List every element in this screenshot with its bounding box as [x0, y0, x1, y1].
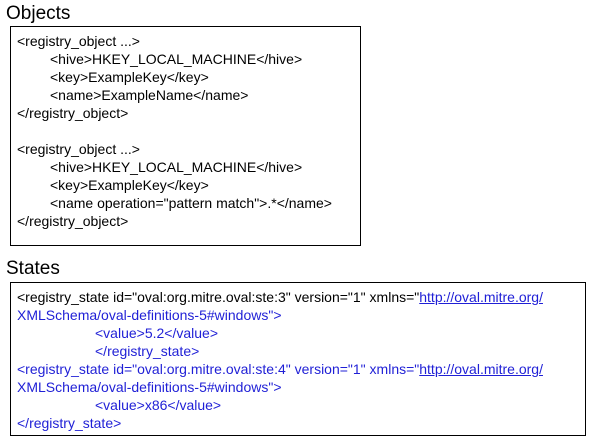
code-line: <registry_object ...>	[17, 141, 140, 157]
code-line: </registry_object>	[17, 213, 129, 229]
states-heading: States	[6, 258, 60, 279]
code-line: <key>ExampleKey</key>	[50, 69, 209, 85]
code-line: <hive>HKEY_LOCAL_MACHINE</hive>	[50, 159, 303, 175]
code-line: <registry_state id="oval:org.mitre.oval:…	[17, 360, 543, 378]
code-line: </registry_object>	[17, 105, 129, 121]
code-line: XMLSchema/oval-definitions-5#windows">	[17, 306, 282, 324]
schema-link-continued[interactable]: XMLSchema/oval-definitions-5#windows	[17, 307, 269, 323]
state-open-text: <registry_state id="oval:org.mitre.oval:…	[17, 361, 420, 377]
objects-heading: Objects	[6, 3, 71, 24]
code-line: <registry_state id="oval:org.mitre.oval:…	[17, 288, 543, 306]
code-line: <value>x86</value>	[95, 397, 222, 413]
code-line: </registry_state>	[17, 415, 122, 431]
schema-link-continued[interactable]: XMLSchema/oval-definitions-5#windows	[17, 379, 269, 395]
code-line: <name operation="pattern match">.*</name…	[50, 195, 332, 211]
code-line: <value>5.2</value>	[95, 325, 218, 341]
code-line: <hive>HKEY_LOCAL_MACHINE</hive>	[50, 51, 303, 67]
code-line: <registry_object ...>	[17, 33, 140, 49]
state-open-suffix: ">	[268, 379, 282, 395]
state-open-text: <registry_state id="oval:org.mitre.oval:…	[17, 289, 420, 305]
objects-code-box: <registry_object ...> <hive>HKEY_LOCAL_M…	[10, 26, 361, 246]
states-code-box: <registry_state id="oval:org.mitre.oval:…	[10, 282, 586, 436]
code-line: XMLSchema/oval-definitions-5#windows">	[17, 378, 282, 396]
code-line: <name>ExampleName</name>	[50, 87, 249, 103]
state-open-suffix: ">	[268, 307, 282, 323]
schema-link[interactable]: http://oval.mitre.org/	[419, 289, 543, 305]
code-line: </registry_state>	[95, 343, 200, 359]
code-line: <key>ExampleKey</key>	[50, 177, 209, 193]
schema-link[interactable]: http://oval.mitre.org/	[419, 361, 543, 377]
